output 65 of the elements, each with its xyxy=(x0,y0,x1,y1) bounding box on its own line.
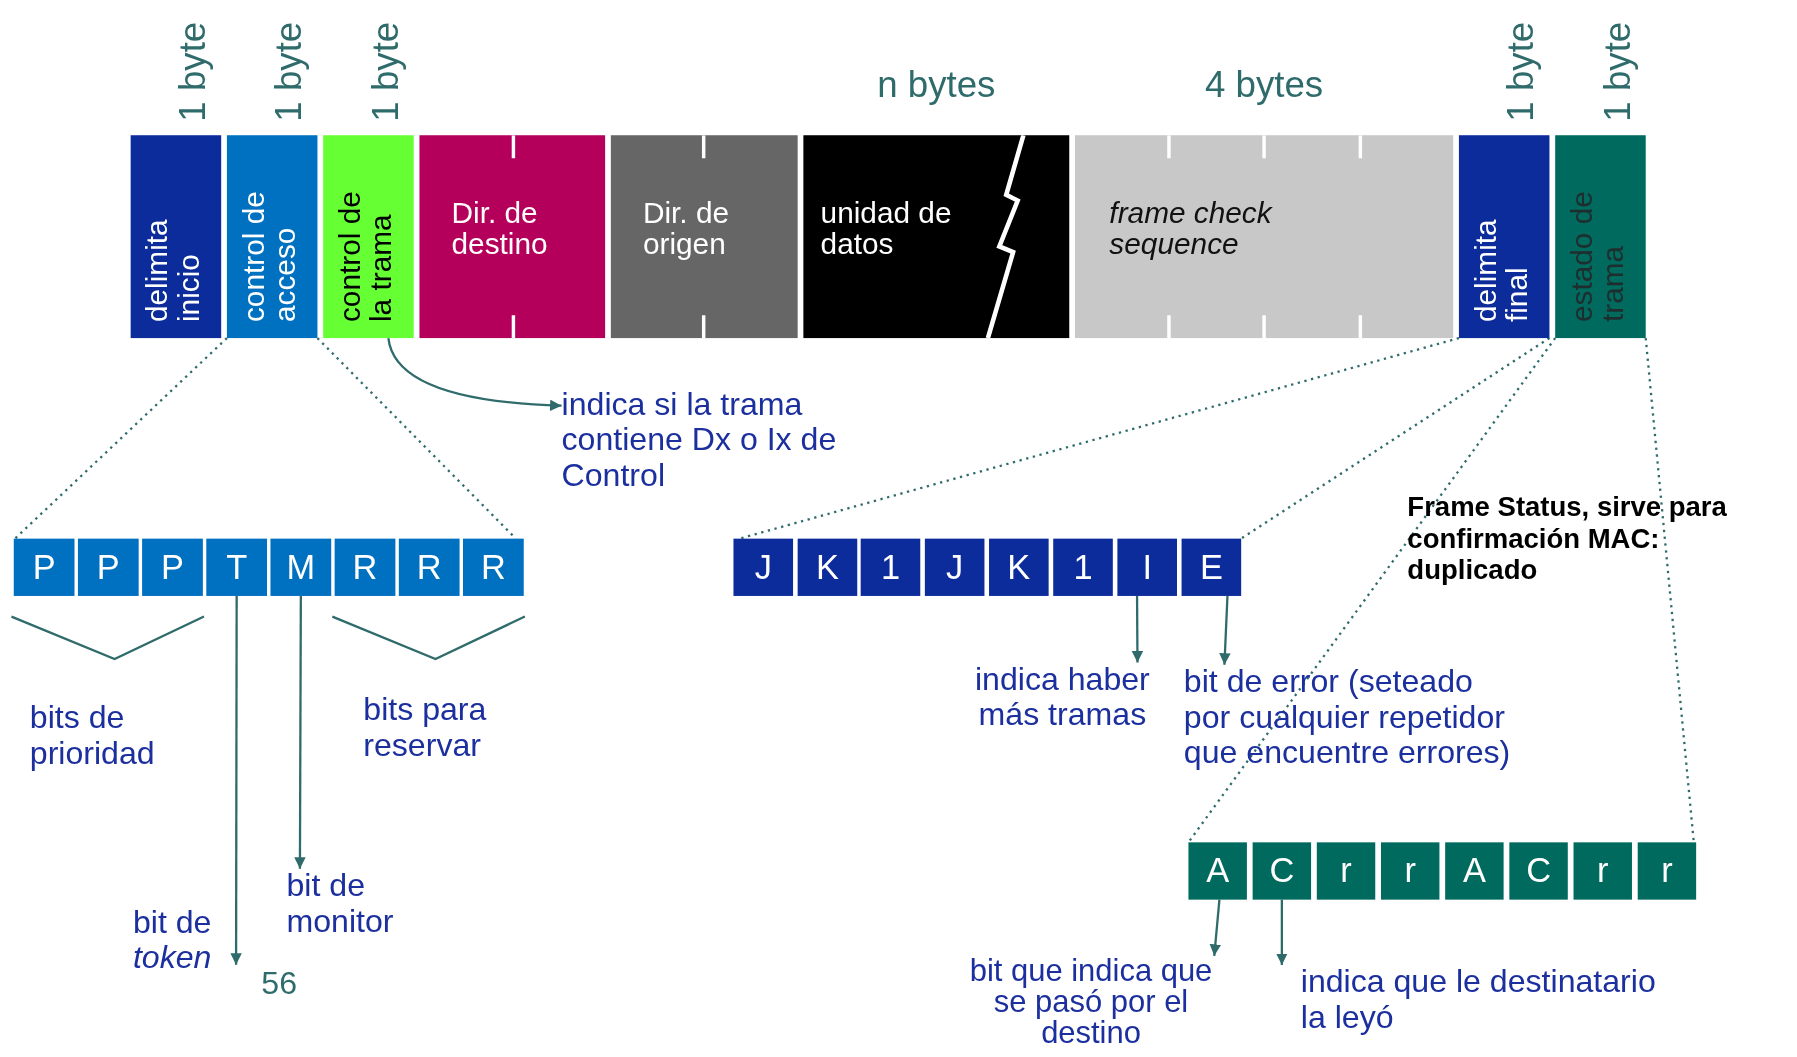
frame-field xyxy=(419,135,606,339)
field-size-label: n bytes xyxy=(876,64,997,107)
bit-box: r xyxy=(1573,842,1632,900)
bit-box: r xyxy=(1637,842,1697,900)
bit-box: P xyxy=(77,538,139,596)
annotation-text: bit de token xyxy=(132,905,237,976)
annotation-text: indica haber más tramas xyxy=(958,662,1167,733)
page-number: 56 xyxy=(261,964,297,1002)
zoom-line xyxy=(1187,337,1557,843)
field-size-label: 1 byte xyxy=(1595,21,1639,122)
zoom-line xyxy=(1240,337,1551,540)
bit-box: E xyxy=(1181,538,1242,596)
field-label: delimita inicio xyxy=(142,218,205,323)
bit-box: M xyxy=(270,538,332,596)
arrow xyxy=(1219,595,1231,665)
annotation-text: bits de prioridad xyxy=(29,699,156,773)
field-label: Dir. de origen xyxy=(642,198,731,261)
bit-box: r xyxy=(1316,842,1376,900)
field-label: frame check sequence xyxy=(1109,198,1274,261)
field-size-label: 4 bytes xyxy=(1203,64,1325,107)
arrow xyxy=(387,337,562,411)
bit-box: T xyxy=(206,538,268,596)
bit-box: r xyxy=(1381,842,1440,900)
field-label: unidad de datos xyxy=(820,198,953,261)
arrow xyxy=(1276,899,1288,965)
bit-box: I xyxy=(1117,538,1177,596)
annotation-text: bits para reservar xyxy=(363,691,488,765)
field-size-label: 1 byte xyxy=(267,21,310,122)
field-label: control de la trama xyxy=(334,190,398,323)
bit-box: C xyxy=(1509,842,1568,900)
bit-box: 1 xyxy=(1053,538,1113,596)
bit-box: R xyxy=(334,538,396,596)
bit-box: K xyxy=(797,538,858,596)
field-label: delimita final xyxy=(1470,218,1533,323)
bit-box: R xyxy=(463,538,524,596)
field-size-label: 1 byte xyxy=(1499,21,1542,122)
bit-box: K xyxy=(989,538,1049,596)
annotation-text: indica si la trama contiene Dx o Ix de Control xyxy=(561,387,929,494)
bit-box: A xyxy=(1445,842,1504,900)
bit-box: J xyxy=(924,538,985,596)
bit-box: 1 xyxy=(860,538,921,596)
annotation-text: bit de error (seteado por cualquier repetidor que encuentre errores) xyxy=(1183,664,1522,771)
annotation-text: indica que le destinatario la leyó xyxy=(1277,964,1679,1036)
arrow xyxy=(294,595,306,869)
frame-field xyxy=(610,135,798,339)
arrow xyxy=(1209,899,1221,956)
bit-box: R xyxy=(398,538,460,596)
annotation-text: bit que indica que se pasó por el destino xyxy=(962,955,1220,1049)
zoom-line xyxy=(1644,337,1695,843)
arrow xyxy=(230,595,242,965)
bit-box: P xyxy=(13,538,75,596)
field-size-label: 1 byte xyxy=(171,21,214,122)
field-label: Dir. de destino xyxy=(451,198,549,261)
zoom-line xyxy=(739,336,1460,540)
bit-box: J xyxy=(733,538,794,596)
field-label: control de acceso xyxy=(238,190,301,323)
bit-box: C xyxy=(1252,842,1312,900)
field-size-label: 1 byte xyxy=(363,21,407,122)
annotation-text: bit de monitor xyxy=(286,868,436,940)
zoom-line xyxy=(14,337,228,540)
note-text: Frame Status, sirve para confirmación MAC: duplicado xyxy=(1407,490,1728,586)
field-label: estado de trama xyxy=(1566,190,1630,323)
bit-box: A xyxy=(1188,842,1247,900)
bit-box: P xyxy=(142,538,203,596)
arrow xyxy=(1131,595,1144,663)
